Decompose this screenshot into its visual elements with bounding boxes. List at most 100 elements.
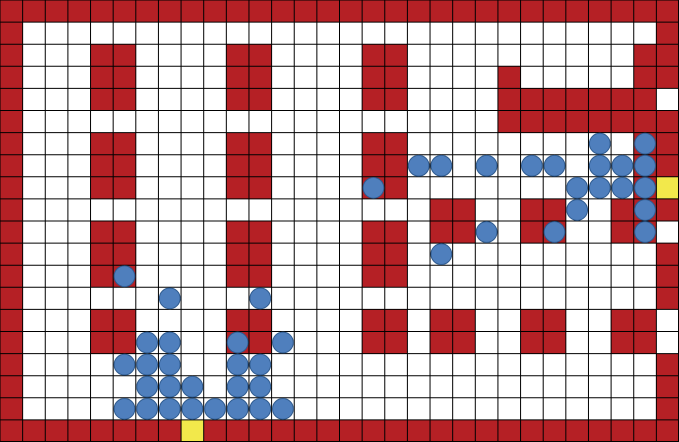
wall-cell (566, 88, 589, 110)
wall-cell (113, 420, 136, 442)
wall-cell (317, 0, 340, 22)
wall-cell (521, 221, 544, 243)
wall-cell (453, 332, 476, 354)
wall-cell (91, 155, 114, 177)
wall-cell (68, 420, 91, 442)
wall-cell (0, 22, 23, 44)
wall-cell (226, 0, 249, 22)
wall-cell (407, 0, 430, 22)
wall-cell (656, 111, 679, 133)
wall-cell (588, 88, 611, 110)
wall-cell (362, 332, 385, 354)
wall-cell (385, 66, 408, 88)
wall-cell (45, 420, 68, 442)
wall-cell (249, 44, 272, 66)
agent-circle (137, 332, 158, 353)
wall-cell (611, 420, 634, 442)
wall-cell (362, 44, 385, 66)
wall-cell (0, 354, 23, 376)
wall-cell (385, 221, 408, 243)
wall-cell (113, 0, 136, 22)
wall-cell (249, 88, 272, 110)
wall-cell (385, 0, 408, 22)
wall-cell (588, 420, 611, 442)
wall-cell (249, 221, 272, 243)
wall-cell (249, 155, 272, 177)
agent-circle (159, 376, 180, 397)
agent-circle (567, 200, 588, 221)
agent-circle (521, 155, 542, 176)
wall-cell (453, 420, 476, 442)
wall-cell (91, 309, 114, 331)
wall-cell (249, 420, 272, 442)
wall-cell (521, 332, 544, 354)
wall-cell (656, 420, 679, 442)
wall-cell (91, 66, 114, 88)
wall-cell (226, 221, 249, 243)
wall-cell (0, 0, 23, 22)
agent-circle (250, 398, 271, 419)
agent-circle (589, 155, 610, 176)
wall-cell (611, 332, 634, 354)
wall-cell (385, 88, 408, 110)
wall-cell (543, 199, 566, 221)
agent-circle (137, 354, 158, 375)
wall-cell (430, 309, 453, 331)
wall-cell (611, 309, 634, 331)
wall-cell (498, 0, 521, 22)
wall-cell (588, 111, 611, 133)
wall-cell (430, 199, 453, 221)
wall-cell (385, 265, 408, 287)
agent-circle (250, 354, 271, 375)
wall-cell (113, 332, 136, 354)
wall-cell (294, 420, 317, 442)
wall-cell (0, 287, 23, 309)
wall-cell (0, 221, 23, 243)
wall-cell (91, 332, 114, 354)
wall-cell (656, 354, 679, 376)
wall-cell (0, 243, 23, 265)
agent-circle (250, 288, 271, 309)
agent-circle (227, 398, 248, 419)
wall-cell (656, 398, 679, 420)
agent-circle (159, 354, 180, 375)
wall-cell (204, 0, 227, 22)
wall-cell (385, 133, 408, 155)
wall-cell (611, 111, 634, 133)
wall-cell (113, 44, 136, 66)
wall-cell (521, 420, 544, 442)
wall-cell (249, 243, 272, 265)
wall-cell (588, 0, 611, 22)
wall-cell (430, 420, 453, 442)
agent-circle (205, 398, 226, 419)
wall-cell (453, 309, 476, 331)
wall-cell (656, 0, 679, 22)
wall-cell (543, 420, 566, 442)
agent-circle (431, 155, 452, 176)
wall-cell (430, 221, 453, 243)
agent-circle (544, 155, 565, 176)
agent-circle (159, 398, 180, 419)
wall-cell (385, 309, 408, 331)
wall-cell (136, 420, 159, 442)
wall-cell (543, 309, 566, 331)
wall-cell (0, 332, 23, 354)
wall-cell (362, 66, 385, 88)
wall-cell (0, 111, 23, 133)
wall-cell (91, 420, 114, 442)
wall-cell (226, 265, 249, 287)
wall-cell (362, 243, 385, 265)
wall-cell (91, 243, 114, 265)
wall-cell (407, 420, 430, 442)
wall-cell (0, 398, 23, 420)
agent-circle (114, 398, 135, 419)
wall-cell (430, 0, 453, 22)
agent-circle (612, 155, 633, 176)
wall-cell (226, 44, 249, 66)
wall-cell (430, 332, 453, 354)
agent-circle (589, 177, 610, 198)
wall-cell (634, 309, 657, 331)
wall-cell (634, 332, 657, 354)
exit-cell (656, 177, 679, 199)
